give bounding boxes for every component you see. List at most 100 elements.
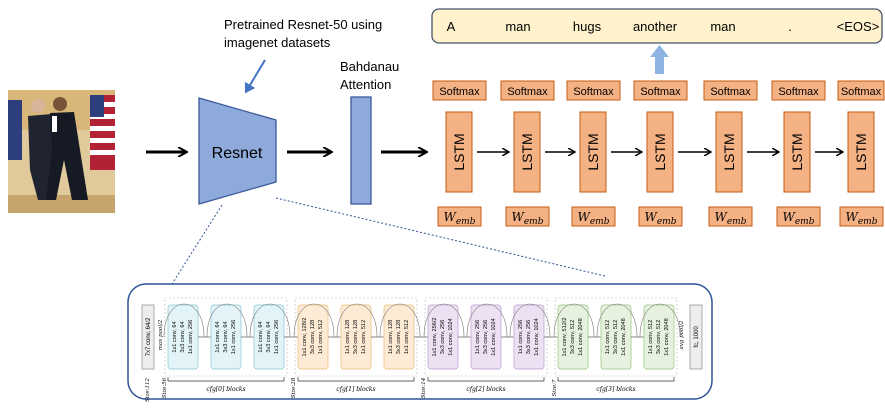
wemb-box [437, 206, 482, 227]
block-layer-label: 1x1 conv, 256 [475, 320, 481, 354]
skip-connection [206, 303, 248, 338]
first-conv-block [141, 304, 155, 370]
caption-token: hugs [573, 19, 602, 34]
zoom-guide-left [171, 204, 223, 285]
attention-label-line-1: Bahdanau [340, 59, 399, 74]
softmax-box [432, 80, 487, 101]
decoder-column: Softmax LSTM Wemb [703, 80, 758, 227]
softmax-label: Softmax [507, 86, 548, 98]
decoder-column: Softmax LSTM Wemb [566, 80, 621, 227]
block-layer-label: 1x1 conv, 128 [345, 320, 351, 354]
lstm-box [715, 111, 743, 193]
skip-connection [639, 303, 681, 338]
block-layer-label: 1x1 conv, 2048 [621, 318, 627, 356]
size-label: Size:28 [291, 377, 297, 398]
block-layer-label: 1x1 conv, 256 [274, 320, 280, 354]
first-conv-label: 7x7 conv, 64/2 [146, 317, 152, 356]
block-layer-label: 1x1 conv, 512 [318, 320, 324, 354]
attention-block [350, 96, 372, 205]
stage-label: cfg[0] blocks [206, 386, 245, 393]
block-layer-label: 1x1 conv, 64 [215, 321, 221, 352]
size-label: Size:14 [421, 377, 427, 398]
wemb-label: Wemb [512, 210, 544, 227]
skip-connection [466, 303, 508, 338]
skip-connection [423, 303, 465, 338]
bottleneck-block [643, 304, 675, 370]
annotation-line-2: imagenet datasets [224, 35, 331, 50]
output-up-arrow [650, 45, 669, 74]
wemb-box [776, 206, 821, 227]
block-layer-label: 1x1 conv, 256 [188, 320, 194, 354]
wemb-label: Wemb [444, 210, 476, 227]
lstm-label: LSTM [652, 133, 668, 170]
lstm-box [847, 111, 875, 193]
block-layer-label: 1x1 conv, 512 [605, 320, 611, 354]
stage-bracket [427, 377, 545, 382]
block-layer-label: 3x3 conv, 128 [310, 320, 316, 354]
softmax-box [633, 80, 688, 101]
decoder-column: Softmax LSTM Wemb [432, 80, 487, 227]
stage-bracket [167, 377, 285, 382]
block-layer-label: 1x1 conv, 256 [231, 320, 237, 354]
size-label: Size:112 [145, 377, 151, 402]
lstm-box [513, 111, 541, 193]
caption-token: A [447, 19, 456, 34]
wemb-label: Wemb [783, 210, 815, 227]
softmax-box [771, 80, 826, 101]
attention-label-line-2: Attention [340, 77, 391, 92]
softmax-label: Softmax [778, 86, 819, 98]
input-photo [8, 90, 115, 213]
block-layer-label: 3x3 conv, 512 [570, 320, 576, 354]
wemb-box [571, 206, 616, 227]
block-layer-label: 3x3 conv, 512 [656, 320, 662, 354]
fc-label: fc, 1000 [694, 326, 700, 348]
decoder-column: Softmax LSTM Wemb [771, 80, 826, 227]
wemb-label: Wemb [715, 210, 747, 227]
block-layer-label: 1x1 conv, 256/2 [432, 317, 438, 356]
softmax-label: Softmax [640, 86, 681, 98]
block-layer-label: 1x1 conv, 1024 [448, 318, 454, 356]
softmax-label: Softmax [841, 86, 882, 98]
softmax-box [500, 80, 555, 101]
block-layer-label: 1x1 conv, 512/2 [562, 317, 568, 356]
caption-output-bar: A man hugs another man . <EOS> [431, 8, 883, 44]
skip-connection [379, 303, 421, 338]
skip-connection [509, 303, 551, 338]
block-layer-label: 1x1 conv, 1024 [534, 318, 540, 356]
lstm-label: LSTM [451, 133, 467, 170]
block-layer-label: 1x1 conv, 128 [388, 320, 394, 354]
stage-label: cfg[3] blocks [596, 386, 635, 393]
block-layer-label: 3x3 conv, 128 [353, 320, 359, 354]
lstm-label: LSTM [789, 133, 805, 170]
resnet-label: Resnet [212, 145, 263, 162]
block-layer-label: 3x3 conv, 256 [440, 320, 446, 354]
stage-label: cfg[1] blocks [336, 386, 375, 393]
block-layer-label: 3x3 conv, 128 [396, 320, 402, 354]
lstm-label: LSTM [853, 133, 869, 170]
lstm-label: LSTM [585, 133, 601, 170]
size-label: Size:56 [162, 377, 168, 398]
size-label: Size:7 [552, 379, 558, 397]
block-layer-label: 3x3 conv, 256 [526, 320, 532, 354]
avg-pool-label: avg pool/2 [679, 320, 685, 349]
skip-connection [163, 303, 205, 338]
softmax-box [837, 80, 885, 101]
block-layer-label: 3x3 conv, 64 [223, 321, 229, 352]
stage-frame [554, 297, 678, 377]
resnet-encoder: Resnet [198, 97, 277, 205]
wemb-label: Wemb [645, 210, 677, 227]
softmax-box [703, 80, 758, 101]
wemb-box [708, 206, 753, 227]
wemb-label: Wemb [578, 210, 610, 227]
lstm-label: LSTM [721, 133, 737, 170]
block-layer-label: 1x1 conv, 1024 [491, 318, 497, 356]
resnet-detail-panel: 7x7 conv, 64/2 max pool/2 Size:112 Size:… [127, 283, 713, 402]
block-layer-label: 1x1 conv, 256 [518, 320, 524, 354]
lstm-box [646, 111, 674, 193]
skip-connection [293, 303, 335, 338]
wemb-box [505, 206, 550, 227]
block-layer-label: 1x1 conv, 512 [361, 320, 367, 354]
block-layer-label: 1x1 conv, 512 [648, 320, 654, 354]
